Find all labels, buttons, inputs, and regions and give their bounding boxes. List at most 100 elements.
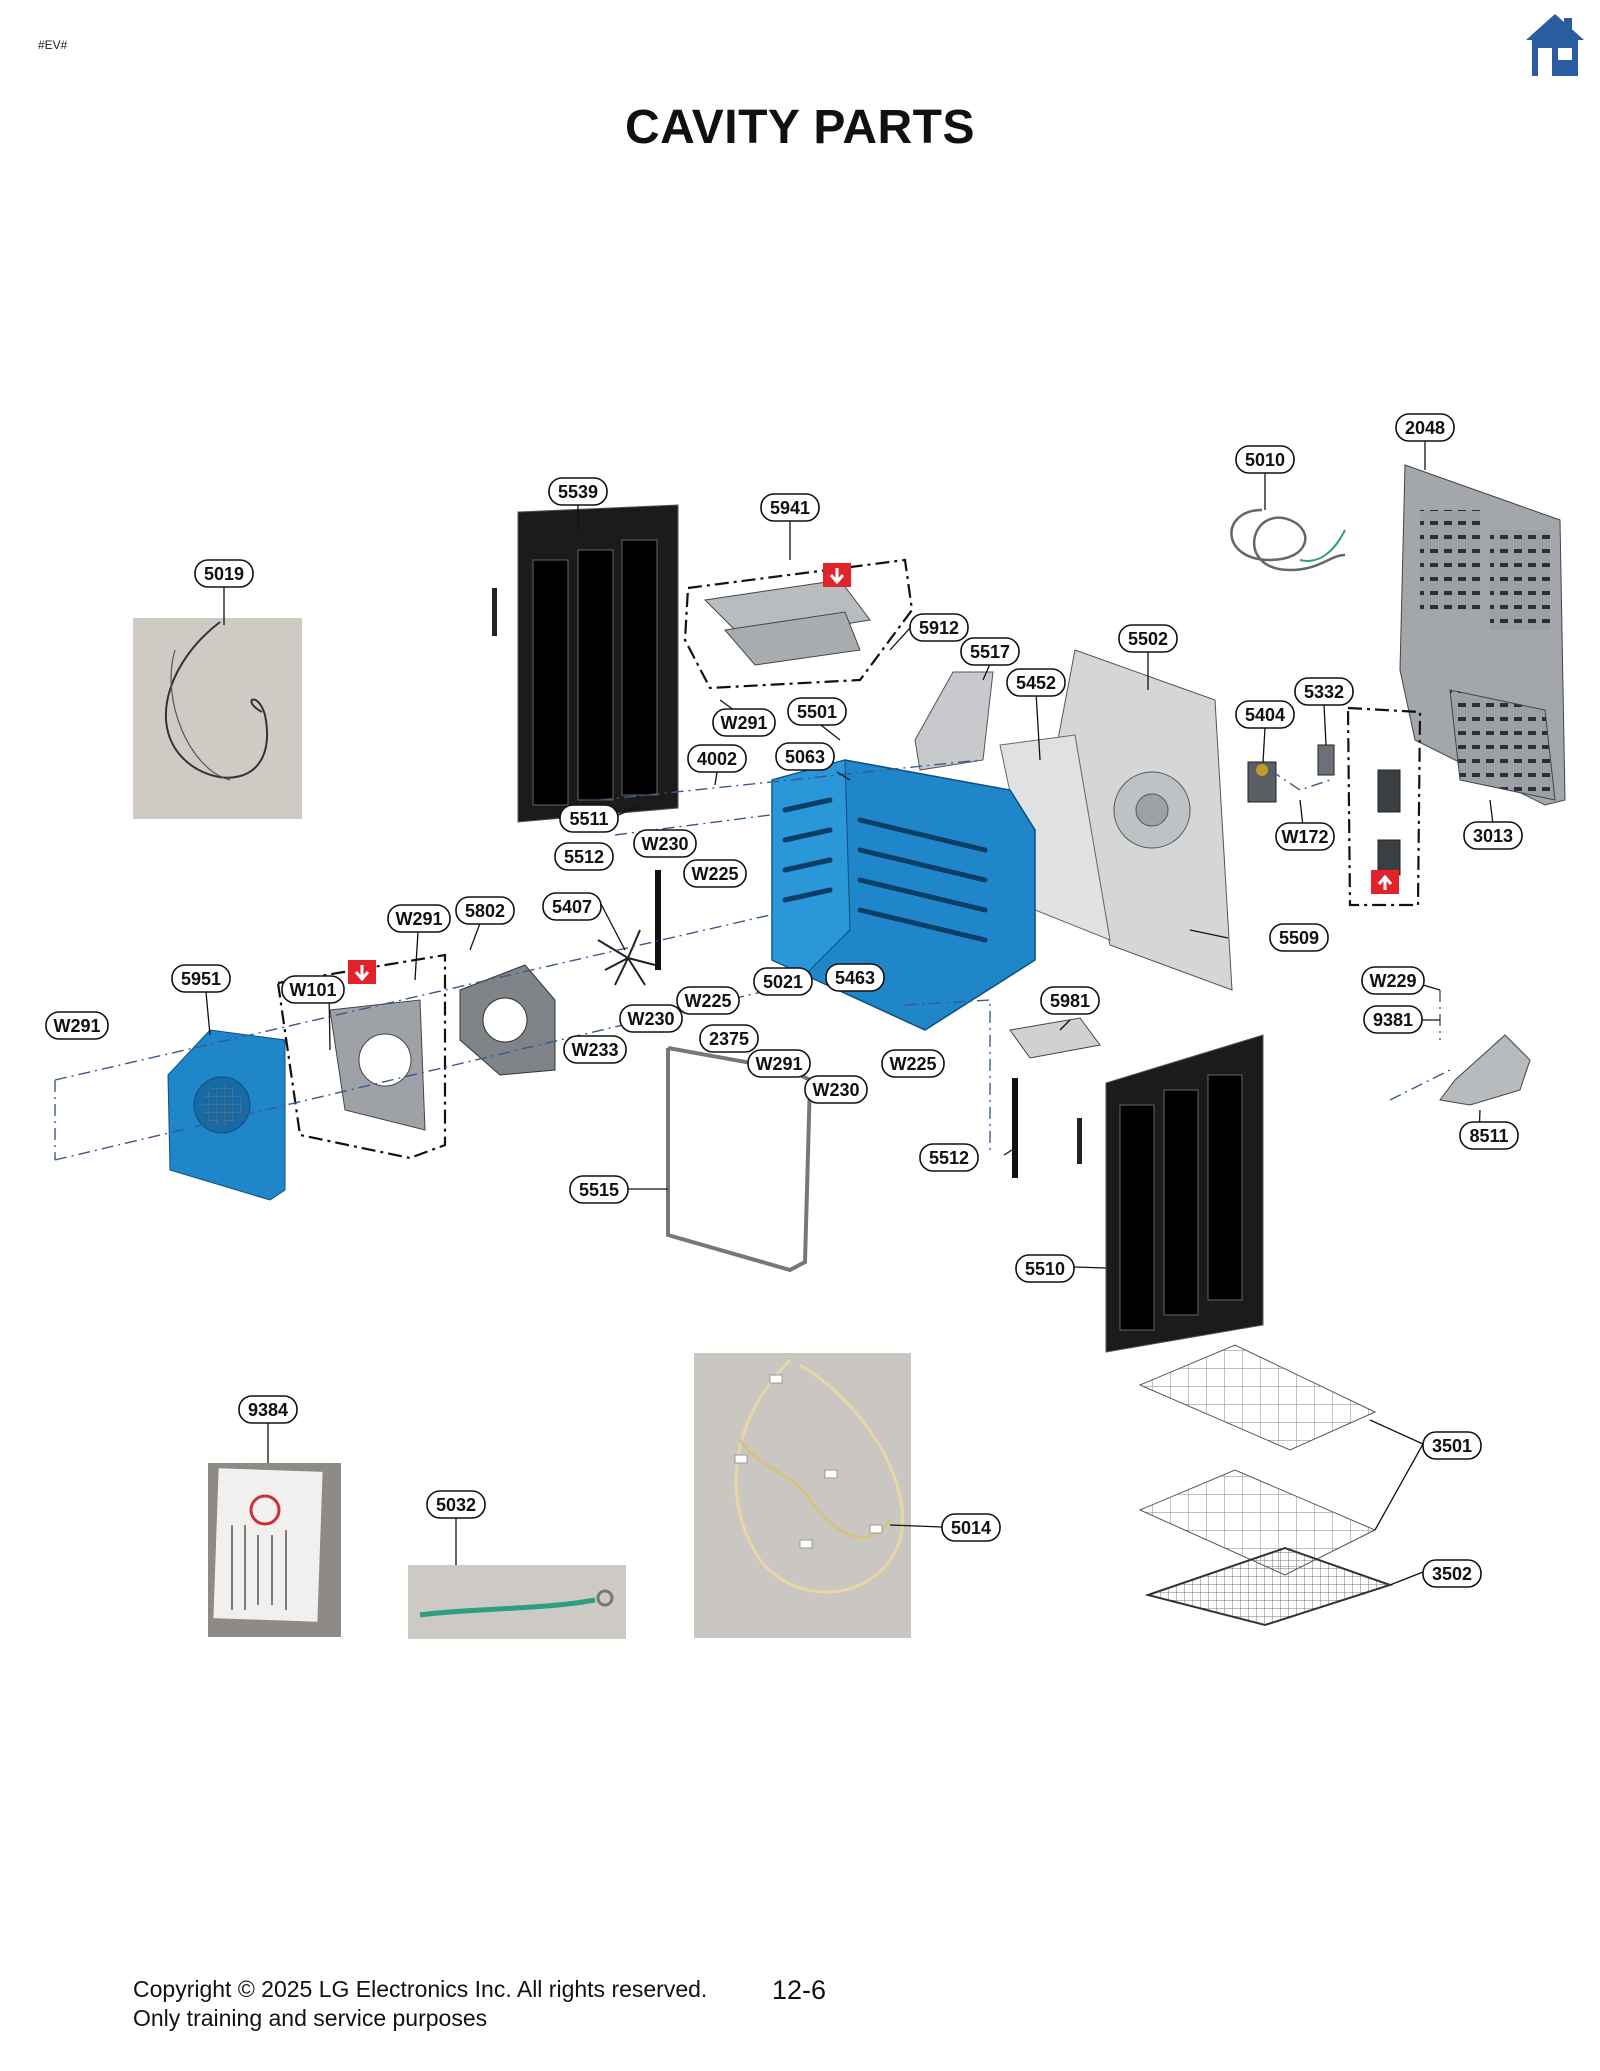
svg-text:W225: W225: [684, 991, 731, 1011]
part-5517-duct: [914, 671, 994, 771]
svg-text:5010: 5010: [1245, 450, 1285, 470]
callout-5463: 5463: [825, 963, 885, 992]
callout-3013: 3013: [1463, 821, 1523, 850]
svg-text:W230: W230: [627, 1009, 674, 1029]
svg-text:5014: 5014: [951, 1518, 991, 1538]
svg-text:8511: 8511: [1469, 1126, 1508, 1146]
callout-5452: 5452: [1006, 668, 1066, 697]
callout-W230-mid: W230: [619, 1004, 683, 1033]
part-5010-cord: [1230, 508, 1346, 572]
svg-text:9381: 9381: [1373, 1010, 1413, 1030]
svg-text:5941: 5941: [770, 498, 810, 518]
part-8511-bracket: [1439, 1034, 1531, 1106]
callout-5512-bottom: 5512: [919, 1143, 979, 1172]
callout-5509: 5509: [1269, 923, 1329, 952]
svg-text:W225: W225: [691, 864, 738, 884]
callout-W225-bottom: W225: [881, 1049, 945, 1078]
callout-W225-mid: W225: [676, 986, 740, 1015]
callout-W291-left: W291: [45, 1011, 109, 1040]
svg-text:5539: 5539: [558, 482, 598, 502]
callout-3501: 3501: [1422, 1431, 1482, 1460]
part-3502-tray: [1144, 1546, 1394, 1627]
svg-text:5063: 5063: [785, 747, 825, 767]
svg-text:W229: W229: [1369, 971, 1416, 991]
part-5941-assembly: [683, 558, 914, 690]
svg-text:5951: 5951: [181, 969, 221, 989]
callout-5951: 5951: [171, 964, 231, 993]
callout-5404: 5404: [1235, 700, 1295, 729]
callout-W229: W229: [1361, 966, 1425, 995]
svg-text:2375: 2375: [709, 1029, 749, 1049]
svg-text:5021: 5021: [763, 972, 803, 992]
callout-W233: W233: [563, 1035, 627, 1064]
part-3501-rack: [1138, 1344, 1377, 1451]
callout-3502: 3502: [1422, 1559, 1482, 1588]
svg-text:5509: 5509: [1279, 928, 1319, 948]
home-icon: [1526, 14, 1584, 76]
callout-5912: 5912: [909, 613, 969, 642]
home-button[interactable]: [1524, 12, 1586, 78]
part-5802-plate: [459, 964, 556, 1076]
part-5512-strip: [1012, 1078, 1018, 1178]
svg-text:W172: W172: [1281, 827, 1328, 847]
svg-text:3501: 3501: [1432, 1436, 1472, 1456]
callout-5502: 5502: [1118, 624, 1178, 653]
callout-2048: 2048: [1395, 413, 1455, 442]
callout-5981: 5981: [1040, 986, 1100, 1015]
callout-5517: 5517: [960, 637, 1020, 666]
callout-5032: 5032: [426, 1490, 486, 1519]
copyright-notice: Copyright © 2025 LG Electronics Inc. All…: [133, 1975, 707, 2033]
part-5407-fan: [597, 929, 656, 986]
part-5515-gasket: [666, 1046, 813, 1273]
svg-text:5463: 5463: [835, 968, 875, 988]
callout-W291-mid: W291: [387, 904, 451, 933]
svg-text:5501: 5501: [797, 702, 837, 722]
callout-W291-top: W291: [712, 708, 776, 737]
copyright-line: Copyright © 2025 LG Electronics Inc. All…: [133, 1976, 708, 2002]
part-5332-sensor: [1317, 744, 1335, 776]
svg-text:2048: 2048: [1405, 418, 1445, 438]
callout-5941: 5941: [760, 493, 820, 522]
callout-W291-bottom: W291: [747, 1049, 811, 1078]
svg-text:W291: W291: [53, 1016, 100, 1036]
callout-5010: 5010: [1235, 445, 1295, 474]
callout-9384: 9384: [238, 1395, 298, 1424]
svg-text:5510: 5510: [1025, 1259, 1065, 1279]
svg-text:W230: W230: [641, 834, 688, 854]
svg-text:9384: 9384: [248, 1400, 288, 1420]
callout-W101: W101: [281, 975, 345, 1004]
callout-4002: 4002: [687, 744, 747, 773]
svg-text:3502: 3502: [1432, 1564, 1472, 1584]
svg-text:4002: 4002: [697, 749, 737, 769]
callout-5510: 5510: [1015, 1254, 1075, 1283]
part-5510-panel: [1077, 1034, 1264, 1353]
part-5512-strip: [655, 870, 661, 970]
callout-W230-top: W230: [633, 829, 697, 858]
callout-W230-bottom: W230: [804, 1075, 868, 1104]
part-5981-filter: [1009, 1017, 1101, 1059]
callout-W225-top: W225: [683, 859, 747, 888]
callout-5501: 5501: [787, 697, 847, 726]
svg-text:W291: W291: [395, 909, 442, 929]
callout-5539: 5539: [548, 477, 608, 506]
svg-text:W101: W101: [289, 980, 336, 1000]
callout-2375: 2375: [699, 1024, 759, 1053]
svg-text:5512: 5512: [929, 1148, 969, 1168]
svg-text:3013: 3013: [1473, 826, 1513, 846]
callout-5802: 5802: [455, 896, 515, 925]
page-title: CAVITY PARTS: [624, 101, 976, 154]
svg-text:W230: W230: [812, 1080, 859, 1100]
callout-5021: 5021: [753, 967, 813, 996]
part-5014-photo: [694, 1353, 911, 1638]
part-5063-oven-cavity: [771, 759, 1036, 1031]
part-5019-photo: [133, 618, 302, 819]
svg-text:W291: W291: [755, 1054, 802, 1074]
svg-text:W225: W225: [889, 1054, 936, 1074]
part-5509-rear-wall: [999, 649, 1233, 991]
callout-5014: 5014: [941, 1513, 1001, 1542]
svg-text:W291: W291: [720, 713, 767, 733]
svg-text:5802: 5802: [465, 901, 505, 921]
svg-text:5502: 5502: [1128, 629, 1168, 649]
part-9384-photo: [208, 1463, 341, 1637]
